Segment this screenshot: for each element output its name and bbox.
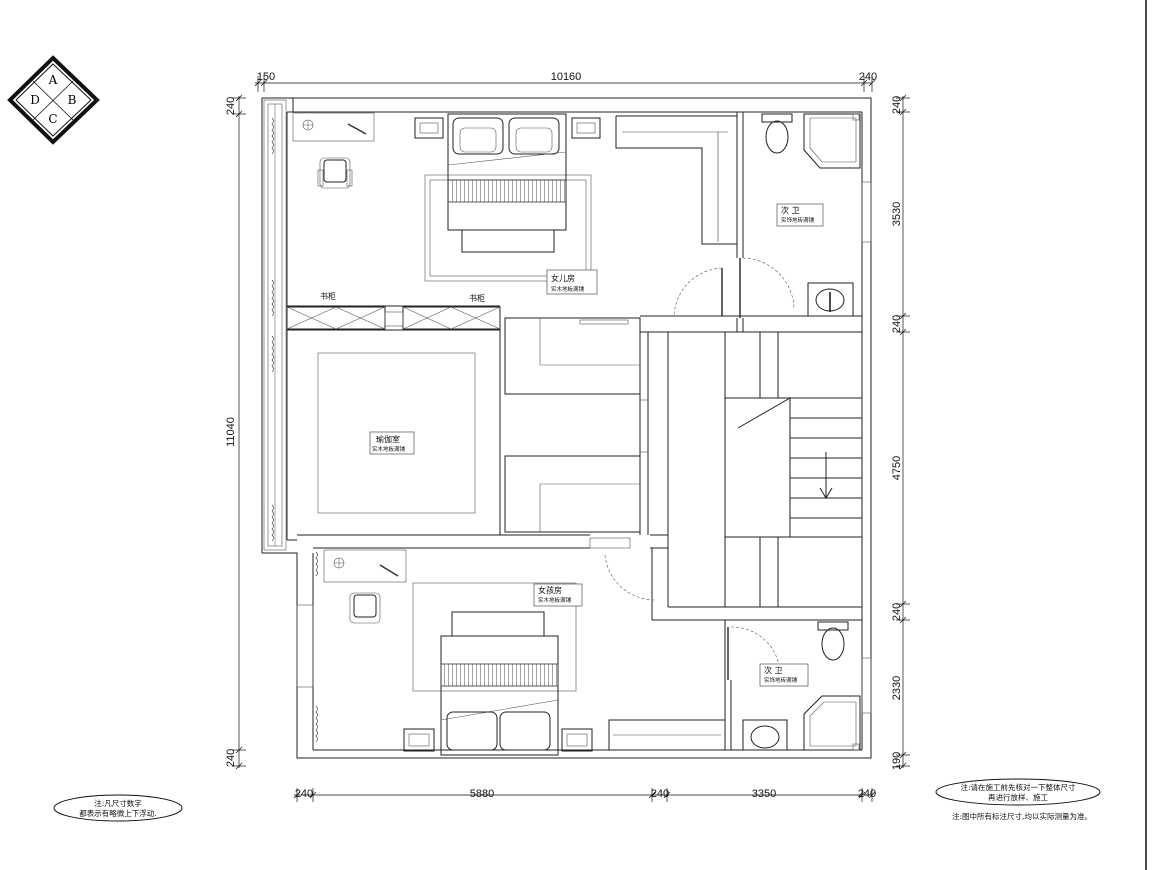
wardrobe-girl <box>608 719 726 751</box>
dim-left-2: 11040 <box>225 417 237 447</box>
bath-bottom-floor: 实饰地砖满铺 <box>764 676 798 684</box>
toilet-icon <box>817 621 849 661</box>
chair-icon <box>349 592 381 624</box>
lamp-icon <box>347 123 367 135</box>
wardrobe-yoga-top <box>504 317 641 395</box>
door-daughter <box>673 267 723 317</box>
compass-b: B <box>68 93 77 107</box>
dim-bottom-4: 3350 <box>752 788 776 800</box>
yoga-room <box>317 317 648 549</box>
note-left: 注:凡尺寸数字 都表示有略微上下浮动. <box>53 794 183 822</box>
daughter-room-label: 女儿房 <box>551 273 575 283</box>
dim-top-2: 10160 <box>551 71 582 83</box>
dimension-lines <box>232 76 910 802</box>
daughter-room: 女儿房 实木地板满铺 <box>292 112 738 317</box>
dim-left-3: 240 <box>225 749 237 767</box>
dim-bottom-1: 240 <box>295 788 313 800</box>
bed-icon <box>447 113 567 253</box>
note-right: 注:请在施工前先核对一下整体尺寸 再进行放样、施工 注:图中所有标注尺寸,均以实… <box>935 778 1101 821</box>
staircase <box>724 331 863 608</box>
curtain-left-top <box>271 117 318 743</box>
dim-right-2: 3530 <box>891 202 903 226</box>
dim-bottom-2: 5880 <box>470 788 494 800</box>
note-right-line2: 再进行放样、施工 <box>988 792 1048 802</box>
nightstand-girl-right <box>561 728 593 752</box>
bookcase-row <box>286 306 501 330</box>
door-girl <box>604 554 656 601</box>
yoga-room-label: 瑜伽室 <box>376 434 400 444</box>
compass-d: D <box>30 93 40 107</box>
dim-right-6: 2330 <box>891 676 903 700</box>
wardrobe-daughter <box>615 115 738 245</box>
door-bath-top <box>742 257 795 311</box>
desk-girl <box>323 549 407 583</box>
compass-a: A <box>48 73 58 87</box>
girl-room <box>323 549 726 756</box>
bath-top-floor: 实饰地砖满铺 <box>781 216 815 224</box>
wardrobe-yoga-bottom <box>504 455 641 533</box>
yoga-mat-area <box>317 352 476 514</box>
dim-right-4: 4750 <box>891 456 903 480</box>
girl-room-floor: 实木地板满铺 <box>538 596 572 604</box>
bed-icon <box>440 611 559 756</box>
yoga-room-floor: 实木地板满铺 <box>372 445 406 453</box>
dim-right-7: 190 <box>891 752 903 770</box>
dim-top-1: 150 <box>257 71 275 83</box>
lamp-icon <box>379 564 399 577</box>
dim-bottom-5: 240 <box>858 788 876 800</box>
dim-top-3: 240 <box>859 71 877 83</box>
bath-top-label: 次 卫 <box>781 205 800 215</box>
note-right-line3: 注:图中所有标注尺寸,均以实际测量为准。 <box>952 811 1092 821</box>
dim-right-5: 240 <box>891 603 903 621</box>
nightstand-left <box>414 117 444 139</box>
bath-top <box>739 113 861 318</box>
nightstand-girl-left <box>403 728 435 752</box>
shower-icon <box>803 113 861 169</box>
rug-girl <box>412 582 577 692</box>
nightstand-right <box>571 117 601 139</box>
compass-c: C <box>48 112 57 126</box>
girl-room-label: 女孩房 <box>538 585 562 595</box>
compass-icon: A B C D <box>7 55 100 145</box>
bath-bottom-label: 次 卫 <box>764 665 783 675</box>
rug <box>424 174 592 282</box>
desk <box>292 112 375 142</box>
dim-left-1: 240 <box>225 97 237 115</box>
daughter-room-floor: 实木地板满铺 <box>551 285 585 293</box>
note-left-line2: 都表示有略微上下浮动. <box>79 808 156 818</box>
note-right-line1: 注:请在施工前先核对一下整体尺寸 <box>960 782 1076 792</box>
bath-bottom <box>727 621 861 751</box>
interior-walls <box>287 112 862 750</box>
note-left-line1: 注:凡尺寸数字 <box>94 798 142 808</box>
chair-icon <box>317 157 353 189</box>
bookcase-left-label: 书柜 <box>320 291 336 301</box>
dim-bottom-3: 240 <box>651 788 669 800</box>
sink-icon <box>807 282 854 317</box>
shower-icon <box>803 695 861 751</box>
dim-right-1: 240 <box>891 96 903 114</box>
bookcase-right-label: 书柜 <box>469 293 485 303</box>
dim-right-3: 240 <box>891 315 903 333</box>
sink-icon <box>742 719 788 751</box>
toilet-icon <box>761 113 793 154</box>
